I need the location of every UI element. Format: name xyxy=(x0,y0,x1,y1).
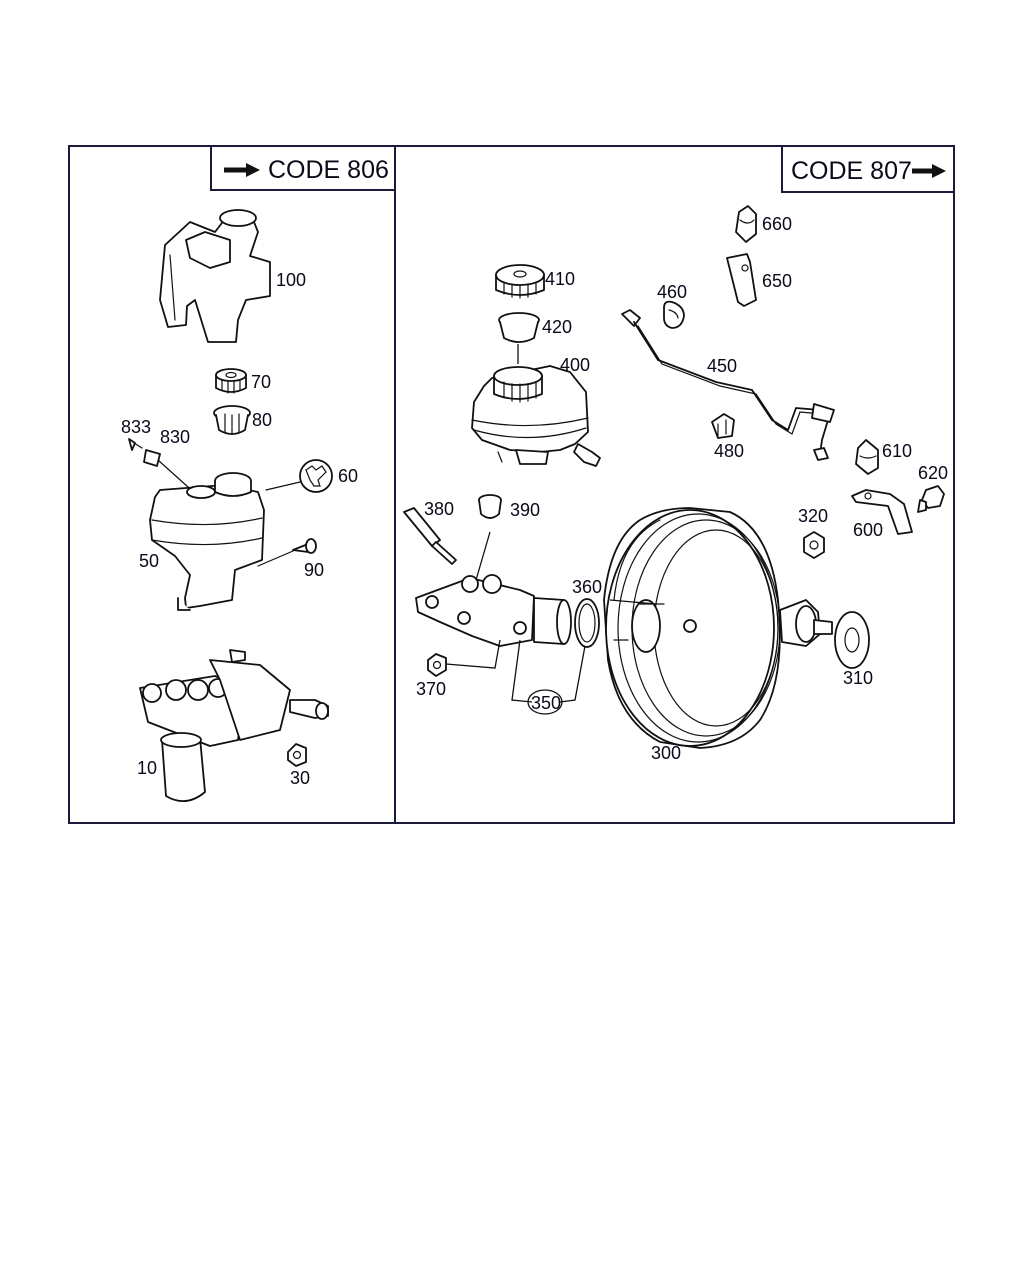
part-number-390: 390 xyxy=(510,500,540,520)
leader-lines xyxy=(445,344,657,703)
nut-illustration xyxy=(803,531,825,559)
part-number-60: 60 xyxy=(338,466,358,486)
arrow-right-icon xyxy=(912,164,946,178)
gasket-illustration xyxy=(834,611,870,669)
master-cylinder-illustration xyxy=(139,649,329,802)
bracket-illustration xyxy=(726,253,757,307)
part-number-610: 610 xyxy=(882,441,912,461)
part-number-460: 460 xyxy=(657,282,687,302)
cap-illustration xyxy=(495,264,545,299)
part-number-50: 50 xyxy=(139,551,159,571)
screw-illustration xyxy=(292,538,317,554)
arrow-right-icon xyxy=(224,163,260,177)
reservoir-shield-illustration xyxy=(159,209,271,343)
part-number-650: 650 xyxy=(762,271,792,291)
nut-illustration xyxy=(427,653,447,677)
master-cylinder-illustration xyxy=(415,574,572,647)
part-number-360: 360 xyxy=(572,577,602,597)
part-number-30: 30 xyxy=(290,768,310,788)
part-number-100: 100 xyxy=(276,270,306,290)
grommet-illustration xyxy=(663,300,685,329)
pin-illustration xyxy=(403,507,457,565)
diagram-frame xyxy=(68,145,955,824)
part-number-380: 380 xyxy=(424,499,454,519)
bracket-illustration xyxy=(851,489,913,535)
clip-illustration xyxy=(711,413,735,439)
code-807-label: CODE 807 xyxy=(791,157,912,185)
brake-line-illustration xyxy=(621,309,835,461)
part-number-400: 400 xyxy=(560,355,590,375)
part-number-450: 450 xyxy=(707,356,737,376)
seal-illustration xyxy=(478,494,502,519)
part-number-90: 90 xyxy=(304,560,324,580)
o-ring-inner xyxy=(578,603,596,643)
part-number-310: 310 xyxy=(843,668,873,688)
reservoir-illustration xyxy=(471,365,601,467)
sensor-illustration xyxy=(143,449,189,488)
part-number-620: 620 xyxy=(918,463,948,483)
part-number-600: 600 xyxy=(853,520,883,540)
part-number-80: 80 xyxy=(252,410,272,430)
part-number-420: 420 xyxy=(542,317,572,337)
wrench-icon xyxy=(299,459,333,493)
part-number-350: 350 xyxy=(531,693,561,713)
screw-illustration xyxy=(128,438,143,451)
part-number-480: 480 xyxy=(714,441,744,461)
brake-booster-illustration xyxy=(603,507,833,749)
part-350-circle xyxy=(527,689,563,715)
strainer-illustration xyxy=(498,312,540,343)
part-number-370: 370 xyxy=(416,679,446,699)
cap-illustration xyxy=(215,368,247,394)
code-806-label: CODE 806 xyxy=(268,156,389,184)
bolt-illustration xyxy=(917,485,945,513)
strainer-illustration xyxy=(213,405,251,435)
part-number-10: 10 xyxy=(137,758,157,778)
nut-illustration xyxy=(287,743,307,767)
clip-illustration xyxy=(855,439,879,475)
clip-illustration xyxy=(735,205,757,243)
part-number-300: 300 xyxy=(651,743,681,763)
part-number-320: 320 xyxy=(798,506,828,526)
code-807-box xyxy=(781,145,955,193)
code-806-box xyxy=(210,145,396,191)
part-number-830: 830 xyxy=(160,427,190,447)
part-number-833: 833 xyxy=(121,417,151,437)
reservoir-illustration xyxy=(149,472,301,611)
part-number-660: 660 xyxy=(762,214,792,234)
part-number-70: 70 xyxy=(251,372,271,392)
part-number-410: 410 xyxy=(545,269,575,289)
